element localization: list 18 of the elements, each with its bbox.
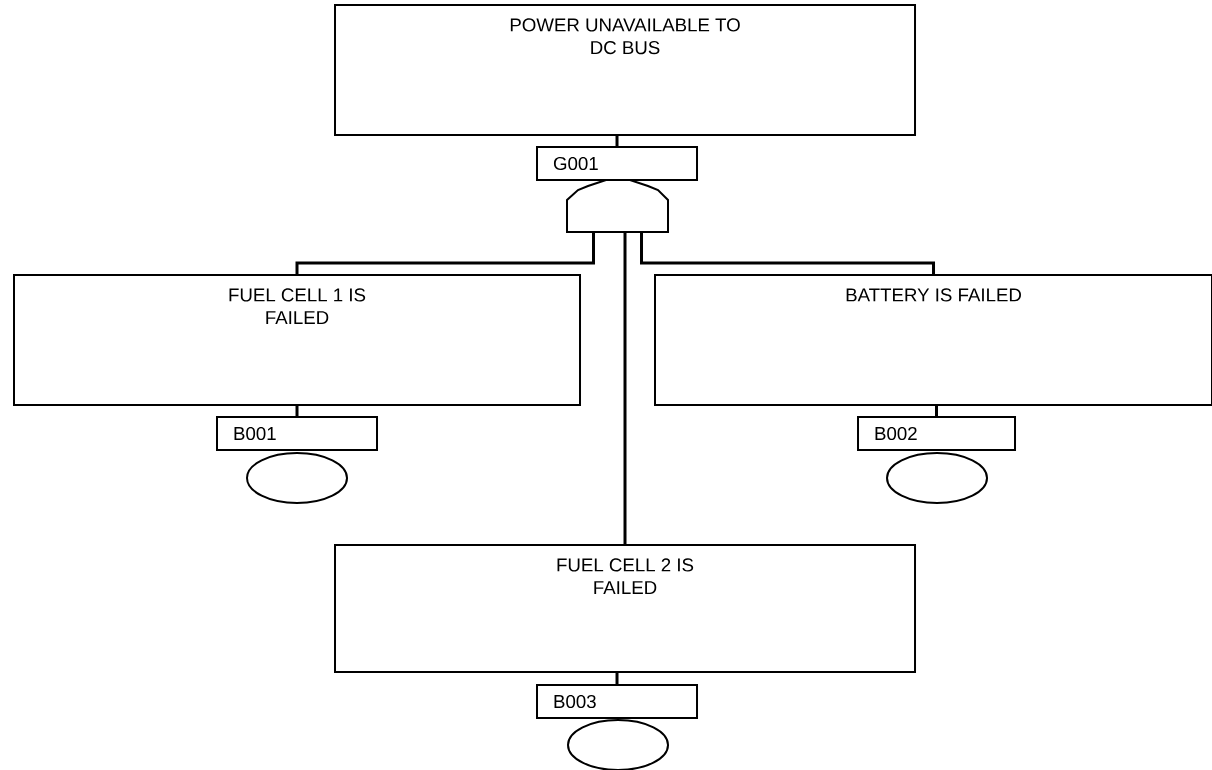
event-box: FUEL CELL 1 IS FAILED	[13, 274, 581, 406]
gate-id-box: B001	[216, 416, 378, 451]
connector-line	[640, 232, 935, 274]
basic-event-circle	[246, 452, 348, 504]
gate-id-box: G001	[536, 146, 698, 181]
connector-line	[615, 673, 619, 684]
connector-line	[295, 406, 299, 416]
and-gate	[566, 179, 669, 233]
connector-line	[295, 232, 595, 274]
gate-id-box: B002	[857, 416, 1016, 451]
connector-line	[623, 232, 627, 544]
event-box: POWER UNAVAILABLE TO DC BUS	[334, 4, 916, 136]
basic-event-circle	[886, 452, 988, 504]
connector-line	[935, 406, 938, 416]
connector-line	[615, 136, 619, 146]
event-box: BATTERY IS FAILED	[654, 274, 1212, 406]
gate-id-box: B003	[536, 684, 698, 719]
event-box: FUEL CELL 2 IS FAILED	[334, 544, 916, 673]
